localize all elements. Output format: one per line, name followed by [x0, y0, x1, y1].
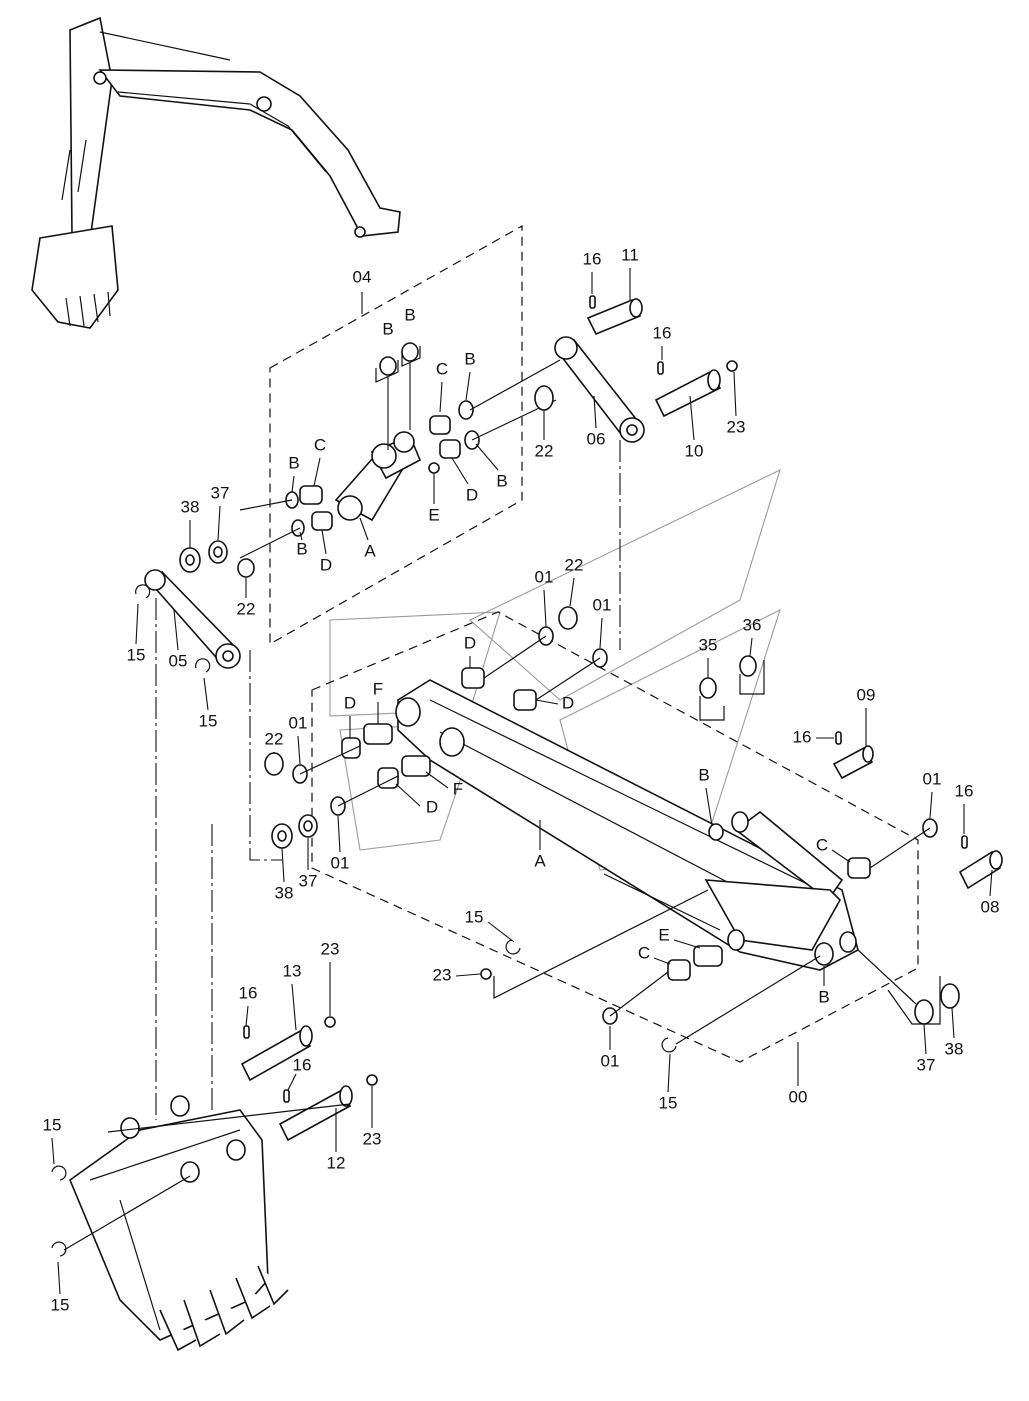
label-37-top: 37: [211, 483, 230, 502]
pin-09: [832, 731, 874, 780]
label-23-right: 23: [727, 417, 746, 436]
label-05: 05: [169, 651, 188, 670]
label-22-mid: 22: [565, 555, 584, 574]
label-16-top: 16: [583, 249, 602, 268]
label-10: 10: [685, 441, 704, 460]
label-16-lower-a: 16: [239, 983, 258, 1002]
label-F-1: F: [373, 679, 383, 698]
pin-11: [586, 295, 643, 336]
label-12: 12: [327, 1153, 346, 1172]
label-16-lower-b: 16: [293, 1055, 312, 1074]
label-15-bucket-b: 15: [51, 1295, 70, 1314]
label-01-c: 01: [289, 713, 308, 732]
label-D-5: D: [344, 693, 356, 712]
washers-35-36: [699, 655, 765, 721]
label-38-mid: 38: [275, 883, 294, 902]
label-F-2: F: [453, 779, 463, 798]
label-C-3: C: [816, 835, 828, 854]
right-bushings: [847, 818, 960, 1025]
label-B-8: B: [818, 987, 829, 1006]
label-15-c: 15: [465, 907, 484, 926]
label-15-b: 15: [199, 711, 218, 730]
link-05: [135, 569, 241, 673]
label-15-bottom: 15: [659, 1093, 678, 1112]
label-00: 00: [789, 1087, 808, 1106]
label-01-b: 01: [593, 595, 612, 614]
bucket: [51, 1095, 289, 1352]
label-B-1: B: [382, 319, 393, 338]
label-16-far: 16: [955, 781, 974, 800]
pin-13: [240, 1016, 336, 1082]
label-B-5: B: [288, 453, 299, 472]
label-38-top: 38: [181, 497, 200, 516]
label-09: 09: [857, 685, 876, 704]
excavator-overview: [31, 16, 401, 329]
label-15-bucket-a: 15: [43, 1115, 62, 1134]
label-D-3: D: [464, 633, 476, 652]
label-C-4: C: [638, 943, 650, 962]
label-22-top: 22: [535, 441, 554, 460]
label-35: 35: [699, 635, 718, 654]
label-04: 04: [353, 267, 372, 286]
label-13: 13: [283, 961, 302, 980]
label-C-1: C: [436, 359, 448, 378]
label-01-a: 01: [535, 567, 554, 586]
label-E-1: E: [428, 505, 439, 524]
label-16-mid: 16: [653, 323, 672, 342]
pin-08: [958, 835, 1003, 890]
label-C-2: C: [314, 435, 326, 454]
label-B-6: B: [296, 539, 307, 558]
label-D-1: D: [466, 485, 478, 504]
callout-labels: 04 B B B C B D E A B C B D 38 37 22 15 0…: [43, 245, 1000, 1314]
label-22-left: 22: [237, 599, 256, 618]
label-B-4: B: [496, 471, 507, 490]
label-B-7: B: [698, 765, 709, 784]
label-D-2: D: [320, 555, 332, 574]
label-37-right: 37: [917, 1055, 936, 1074]
label-B-2: B: [404, 305, 415, 324]
assembly-center-lines: [107, 440, 621, 1133]
pin-12: [278, 1074, 378, 1142]
label-15-a: 15: [127, 645, 146, 664]
label-36: 36: [743, 615, 762, 634]
link-06: [554, 336, 645, 443]
assembly-04-boundary: [269, 224, 523, 646]
label-37-mid: 37: [299, 871, 318, 890]
label-01-bottom: 01: [601, 1051, 620, 1070]
label-A-1: A: [364, 541, 376, 560]
lower-center-bushings: [480, 889, 821, 1053]
label-D-4: D: [562, 693, 574, 712]
arm-body: [395, 679, 859, 971]
label-A-2: A: [534, 851, 546, 870]
label-23-lower-a: 23: [321, 939, 340, 958]
label-23-mid: 23: [433, 965, 452, 984]
label-06: 06: [587, 429, 606, 448]
label-E-2: E: [658, 925, 669, 944]
label-16-right: 16: [793, 727, 812, 746]
label-23-lower-b: 23: [363, 1129, 382, 1148]
label-22-arm: 22: [265, 729, 284, 748]
label-38-right: 38: [945, 1039, 964, 1058]
label-01-d: 01: [331, 853, 350, 872]
assembly-00-boundary: [311, 611, 919, 1063]
washers-left-top: [179, 385, 578, 630]
arm-bushings: [264, 626, 608, 849]
pin-10: [654, 360, 738, 418]
label-B-3: B: [464, 349, 475, 368]
label-11: 11: [621, 245, 639, 264]
label-08: 08: [981, 897, 1000, 916]
label-D-6: D: [426, 797, 438, 816]
link-assembly-04: [239, 342, 561, 559]
label-01-right: 01: [923, 769, 942, 788]
